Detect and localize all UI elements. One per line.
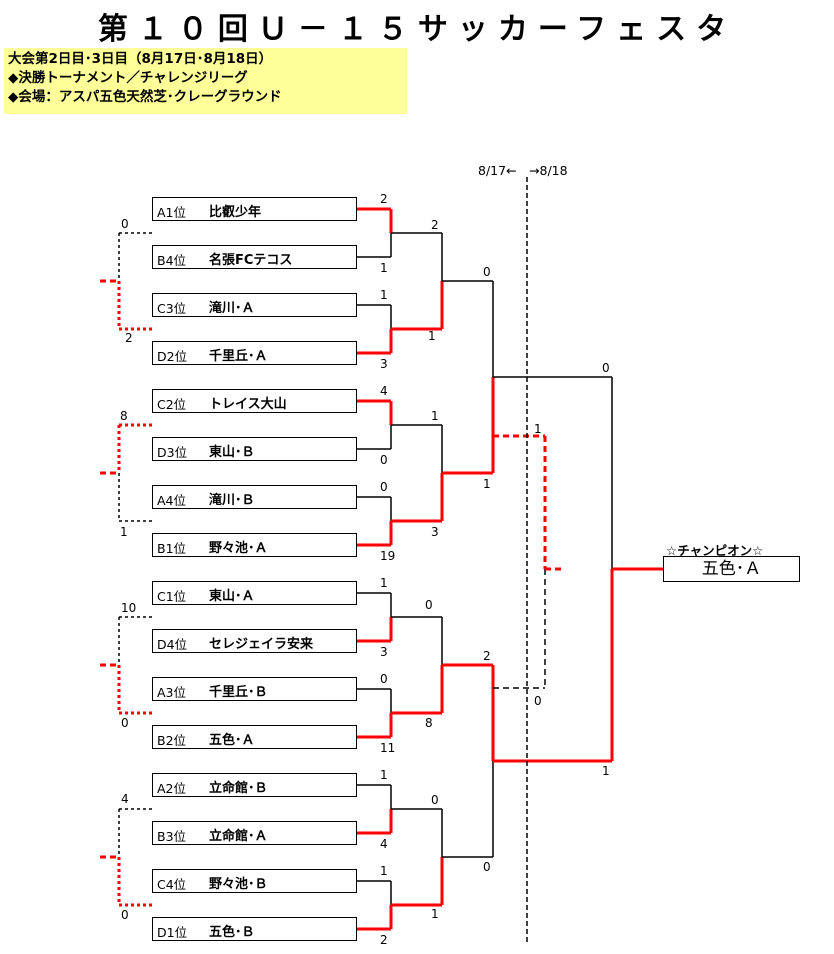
team-box: D4位 セレジェイラ安来 <box>152 629 357 653</box>
score-label: 0 <box>380 672 388 686</box>
info-line-dates: 大会第2日目･3日目（8月17日･8月18日） <box>8 51 273 67</box>
info-line-format: ◆決勝トーナメント／チャレンジリーグ <box>8 70 248 86</box>
team-name: セレジェイラ安来 <box>209 637 314 652</box>
score-label: 0 <box>602 361 610 375</box>
score-label: 1 <box>380 768 388 782</box>
team-rank: A4位 <box>157 493 187 508</box>
info-line-venue: ◆会場：アスパ五色天然芝･クレーグラウンド <box>8 89 282 105</box>
team-name: 野々池･Ｂ <box>209 877 268 892</box>
score-label: 1 <box>602 764 610 778</box>
champion-label: ☆チャンピオン☆ <box>666 543 764 558</box>
team-name: 東山･Ｂ <box>209 445 255 460</box>
score-label: 0 <box>425 598 433 612</box>
team-name: 滝川･Ｂ <box>209 493 255 508</box>
score-label: 19 <box>380 549 395 563</box>
team-name: 名張FCテコス <box>209 253 293 268</box>
team-rank: C2位 <box>157 397 187 412</box>
team-box: C2位 トレイス大山 <box>152 389 357 413</box>
score-label: 3 <box>380 357 388 371</box>
score-label: 1 <box>431 409 439 423</box>
team-box: C4位 野々池･Ｂ <box>152 869 357 893</box>
team-rank: B1位 <box>157 541 187 556</box>
score-label: 0 <box>121 908 129 922</box>
team-rank: D2位 <box>157 349 188 364</box>
score-label: 1 <box>380 576 388 590</box>
score-label: 0 <box>483 265 491 279</box>
score-label: 1 <box>380 261 388 275</box>
score-label: 2 <box>380 933 388 947</box>
team-rank: D3位 <box>157 445 188 460</box>
team-box: B2位 五色･Ａ <box>152 725 357 749</box>
team-rank: B4位 <box>157 253 187 268</box>
info-box: 大会第2日目･3日目（8月17日･8月18日） ◆決勝トーナメント／チャレンジリ… <box>4 48 407 114</box>
team-rank: A3位 <box>157 685 187 700</box>
team-box: D3位 東山･Ｂ <box>152 437 357 461</box>
team-box: A4位 滝川･Ｂ <box>152 485 357 509</box>
score-label: 0 <box>431 793 439 807</box>
team-rank: B2位 <box>157 733 187 748</box>
score-label: 2 <box>431 218 439 232</box>
score-label: 1 <box>380 288 388 302</box>
score-label: 10 <box>121 601 136 615</box>
champion-box: 五色･Ａ <box>663 556 800 582</box>
team-name: 千里丘･Ｂ <box>209 685 268 700</box>
team-name: 東山･Ａ <box>209 589 255 604</box>
team-box: C3位 滝川･Ａ <box>152 293 357 317</box>
team-rank: C1位 <box>157 589 187 604</box>
score-label: 0 <box>380 480 388 494</box>
score-label: 0 <box>483 860 491 874</box>
score-label: 1 <box>380 864 388 878</box>
score-label: 11 <box>380 741 395 755</box>
score-label: 2 <box>483 649 491 663</box>
score-label: 0 <box>121 217 129 231</box>
team-rank: C4位 <box>157 877 187 892</box>
score-label: 4 <box>380 837 388 851</box>
score-label: 1 <box>431 907 439 921</box>
team-box: B1位 野々池･Ａ <box>152 533 357 557</box>
team-box: B4位 名張FCテコス <box>152 245 357 269</box>
score-label: 8 <box>120 409 128 423</box>
team-rank: C3位 <box>157 301 187 316</box>
team-name: 立命館･Ｂ <box>209 781 268 796</box>
team-rank: B3位 <box>157 829 187 844</box>
page-title: 第１０回Ｕ－１５サッカーフェスタ <box>97 12 737 47</box>
score-label: 4 <box>380 384 388 398</box>
team-box: A2位 立命館･Ｂ <box>152 773 357 797</box>
team-rank: A2位 <box>157 781 187 796</box>
score-label: 2 <box>380 192 388 206</box>
score-label: 1 <box>483 477 491 491</box>
team-box: D2位 千里丘･Ａ <box>152 341 357 365</box>
score-label: 2 <box>125 331 133 345</box>
score-label: 8 <box>425 716 433 730</box>
score-label: 0 <box>121 716 129 730</box>
team-rank: A1位 <box>157 205 187 220</box>
team-name: 比叡少年 <box>209 205 262 220</box>
score-label: 0 <box>534 694 542 708</box>
team-name: トレイス大山 <box>209 397 287 412</box>
team-rank: D1位 <box>157 925 188 940</box>
score-label: 0 <box>380 453 388 467</box>
score-label: 3 <box>380 645 388 659</box>
score-label: 1 <box>534 422 542 436</box>
team-box: A1位 比叡少年 <box>152 197 357 221</box>
score-label: 4 <box>121 792 129 806</box>
score-label: 1 <box>120 525 128 539</box>
score-label: 3 <box>431 525 439 539</box>
team-box: D1位 五色･Ｂ <box>152 917 357 941</box>
team-name: 野々池･Ａ <box>209 541 268 556</box>
score-label: 1 <box>428 329 436 343</box>
team-name: 五色･Ａ <box>209 733 255 748</box>
date-divider-label: 8/17← →8/18 <box>478 163 568 178</box>
team-box: C1位 東山･Ａ <box>152 581 357 605</box>
team-name: 滝川･Ａ <box>209 301 255 316</box>
team-name: 立命館･Ａ <box>209 829 268 844</box>
team-box: B3位 立命館･Ａ <box>152 821 357 845</box>
team-rank: D4位 <box>157 637 188 652</box>
team-name: 千里丘･Ａ <box>209 349 268 364</box>
team-box: A3位 千里丘･Ｂ <box>152 677 357 701</box>
team-name: 五色･Ｂ <box>209 925 255 940</box>
